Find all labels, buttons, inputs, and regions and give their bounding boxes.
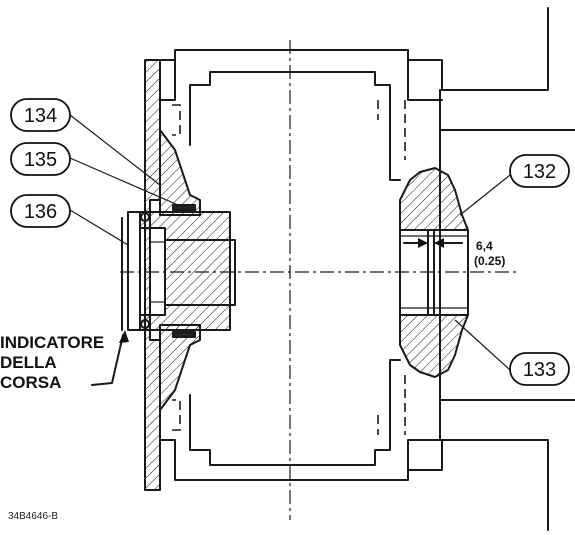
hidden-lines-bottom: [172, 375, 406, 435]
leader-134: [69, 114, 161, 186]
indicator-label-line3: CORSA: [0, 373, 61, 392]
dim-arrowhead-left: [418, 238, 428, 248]
dim-arrowhead-right: [434, 238, 444, 248]
indicator-plate: [127, 211, 141, 331]
seal-bottom: [172, 331, 196, 338]
piston-lower: [399, 314, 469, 378]
dimension-imperial: (0.25): [474, 254, 505, 268]
drawing-id: 34B4646-B: [8, 511, 58, 522]
fastener-top: [140, 212, 150, 222]
svg-text:132: 132: [523, 161, 556, 183]
callout-134: 134: [10, 98, 71, 132]
callout-136: 136: [10, 194, 71, 228]
svg-text:135: 135: [24, 149, 57, 171]
callout-133: 133: [509, 352, 570, 386]
callout-132: 132: [509, 154, 570, 188]
indicator-label-line1: INDICATORE: [0, 333, 104, 352]
leader-133: [454, 319, 511, 371]
seal-top: [172, 204, 196, 211]
housing-outline: [159, 49, 443, 481]
svg-text:133: 133: [523, 359, 556, 381]
fastener-bottom: [140, 319, 150, 329]
leader-135: [69, 157, 179, 206]
piston-upper: [399, 167, 469, 231]
callout-135: 135: [10, 142, 71, 176]
flange-upper: [159, 129, 201, 216]
leader-indicator: [91, 334, 124, 386]
indicator-label-line2: DELLA: [0, 353, 57, 372]
right-pipe-outline: [439, 7, 575, 531]
svg-text:136: 136: [24, 201, 57, 223]
leader-indicator-arrow: [119, 330, 129, 343]
hidden-lines-top: [172, 100, 406, 160]
dimension-metric: 6,4: [476, 239, 493, 253]
leader-136: [69, 209, 129, 246]
svg-text:134: 134: [24, 105, 57, 127]
left-cover-plate: [144, 59, 161, 491]
bore-chamfer: [149, 241, 166, 303]
leader-132: [459, 174, 511, 216]
bushing: [139, 211, 231, 331]
inner-cavity: [189, 71, 401, 466]
